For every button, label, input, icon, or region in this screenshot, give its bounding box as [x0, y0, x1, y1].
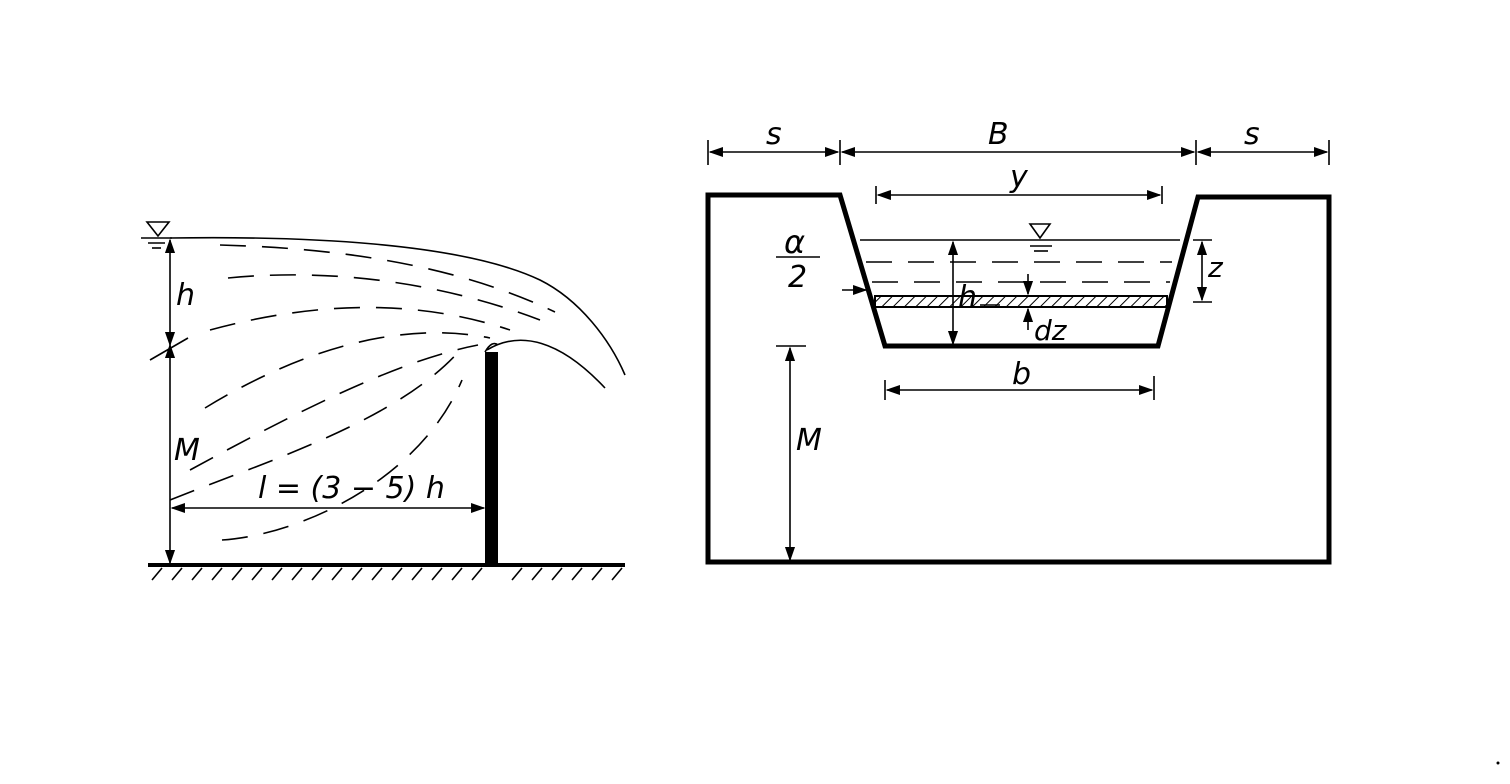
streamline — [204, 332, 491, 409]
water-surface — [169, 236, 626, 376]
label-y: y — [1009, 160, 1029, 195]
streamline — [219, 244, 556, 313]
streamline — [189, 344, 479, 471]
label-s-right: s — [1244, 117, 1260, 152]
water-level-symbol — [1028, 223, 1052, 252]
streamline — [209, 306, 511, 331]
label-two: 2 — [788, 260, 807, 295]
label-dz: dz — [1034, 314, 1068, 347]
label-b: b — [1012, 357, 1031, 392]
label-M-left: M — [174, 433, 200, 468]
label-alpha: α — [784, 223, 805, 261]
label-M-right: M — [796, 423, 822, 458]
streamline — [227, 274, 541, 321]
ground-hatching — [151, 567, 623, 581]
left-figure-weir: h M l = (3 − 5) h — [141, 221, 626, 581]
nappe-lower-edge — [486, 339, 606, 389]
label-B: B — [988, 117, 1009, 152]
slope-inner-left — [841, 199, 869, 293]
weir-wall — [485, 352, 498, 565]
right-figure-channel: s B s y α 2 h dz — [705, 117, 1332, 565]
label-h-left: h — [176, 278, 195, 313]
streamline — [221, 379, 463, 541]
label-length-l: l = (3 − 5) h — [258, 471, 445, 506]
label-h-right: h — [958, 280, 977, 315]
water-level-symbol — [141, 221, 172, 249]
label-s-left: s — [766, 117, 782, 152]
label-z: z — [1207, 251, 1224, 284]
hatched-strip-dz — [874, 295, 1168, 308]
streamline — [169, 347, 463, 501]
crest-level-tick — [149, 337, 189, 361]
speck — [1496, 761, 1500, 765]
